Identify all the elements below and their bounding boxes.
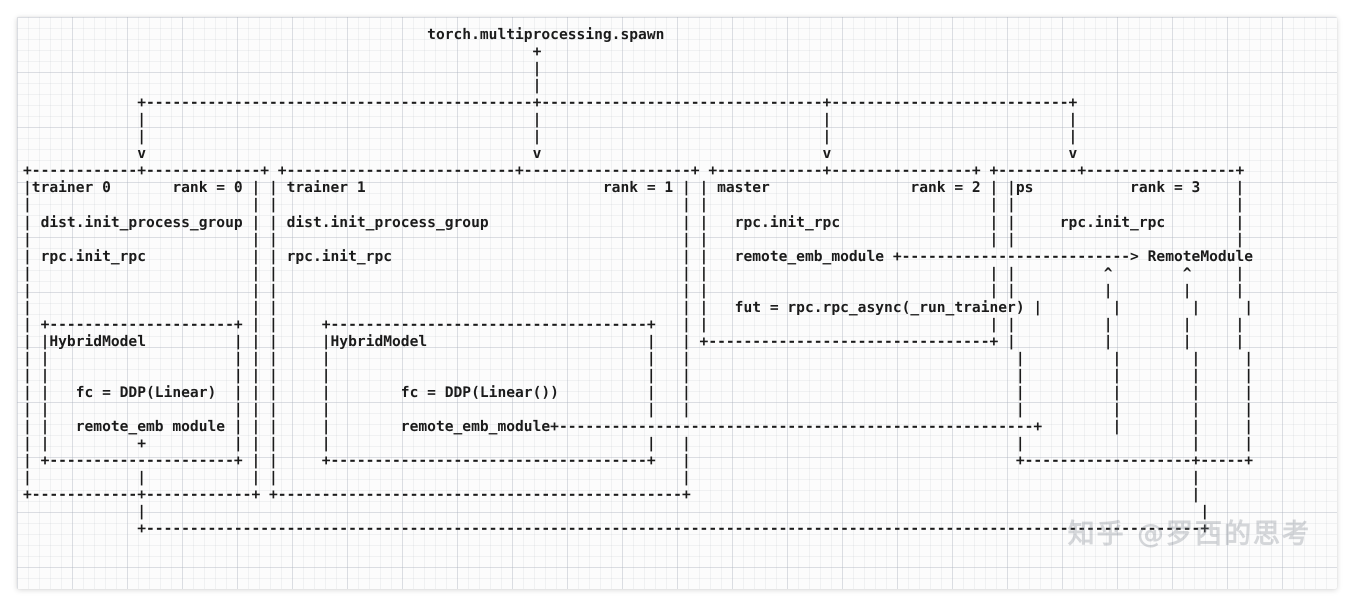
ascii-diagram-canvas: torch.multiprocessing.spawn + |	[17, 17, 1337, 589]
ascii-art-diagram: torch.multiprocessing.spawn + |	[23, 26, 1254, 538]
zhihu-watermark: 知乎 @罗西的思考	[1067, 519, 1311, 550]
